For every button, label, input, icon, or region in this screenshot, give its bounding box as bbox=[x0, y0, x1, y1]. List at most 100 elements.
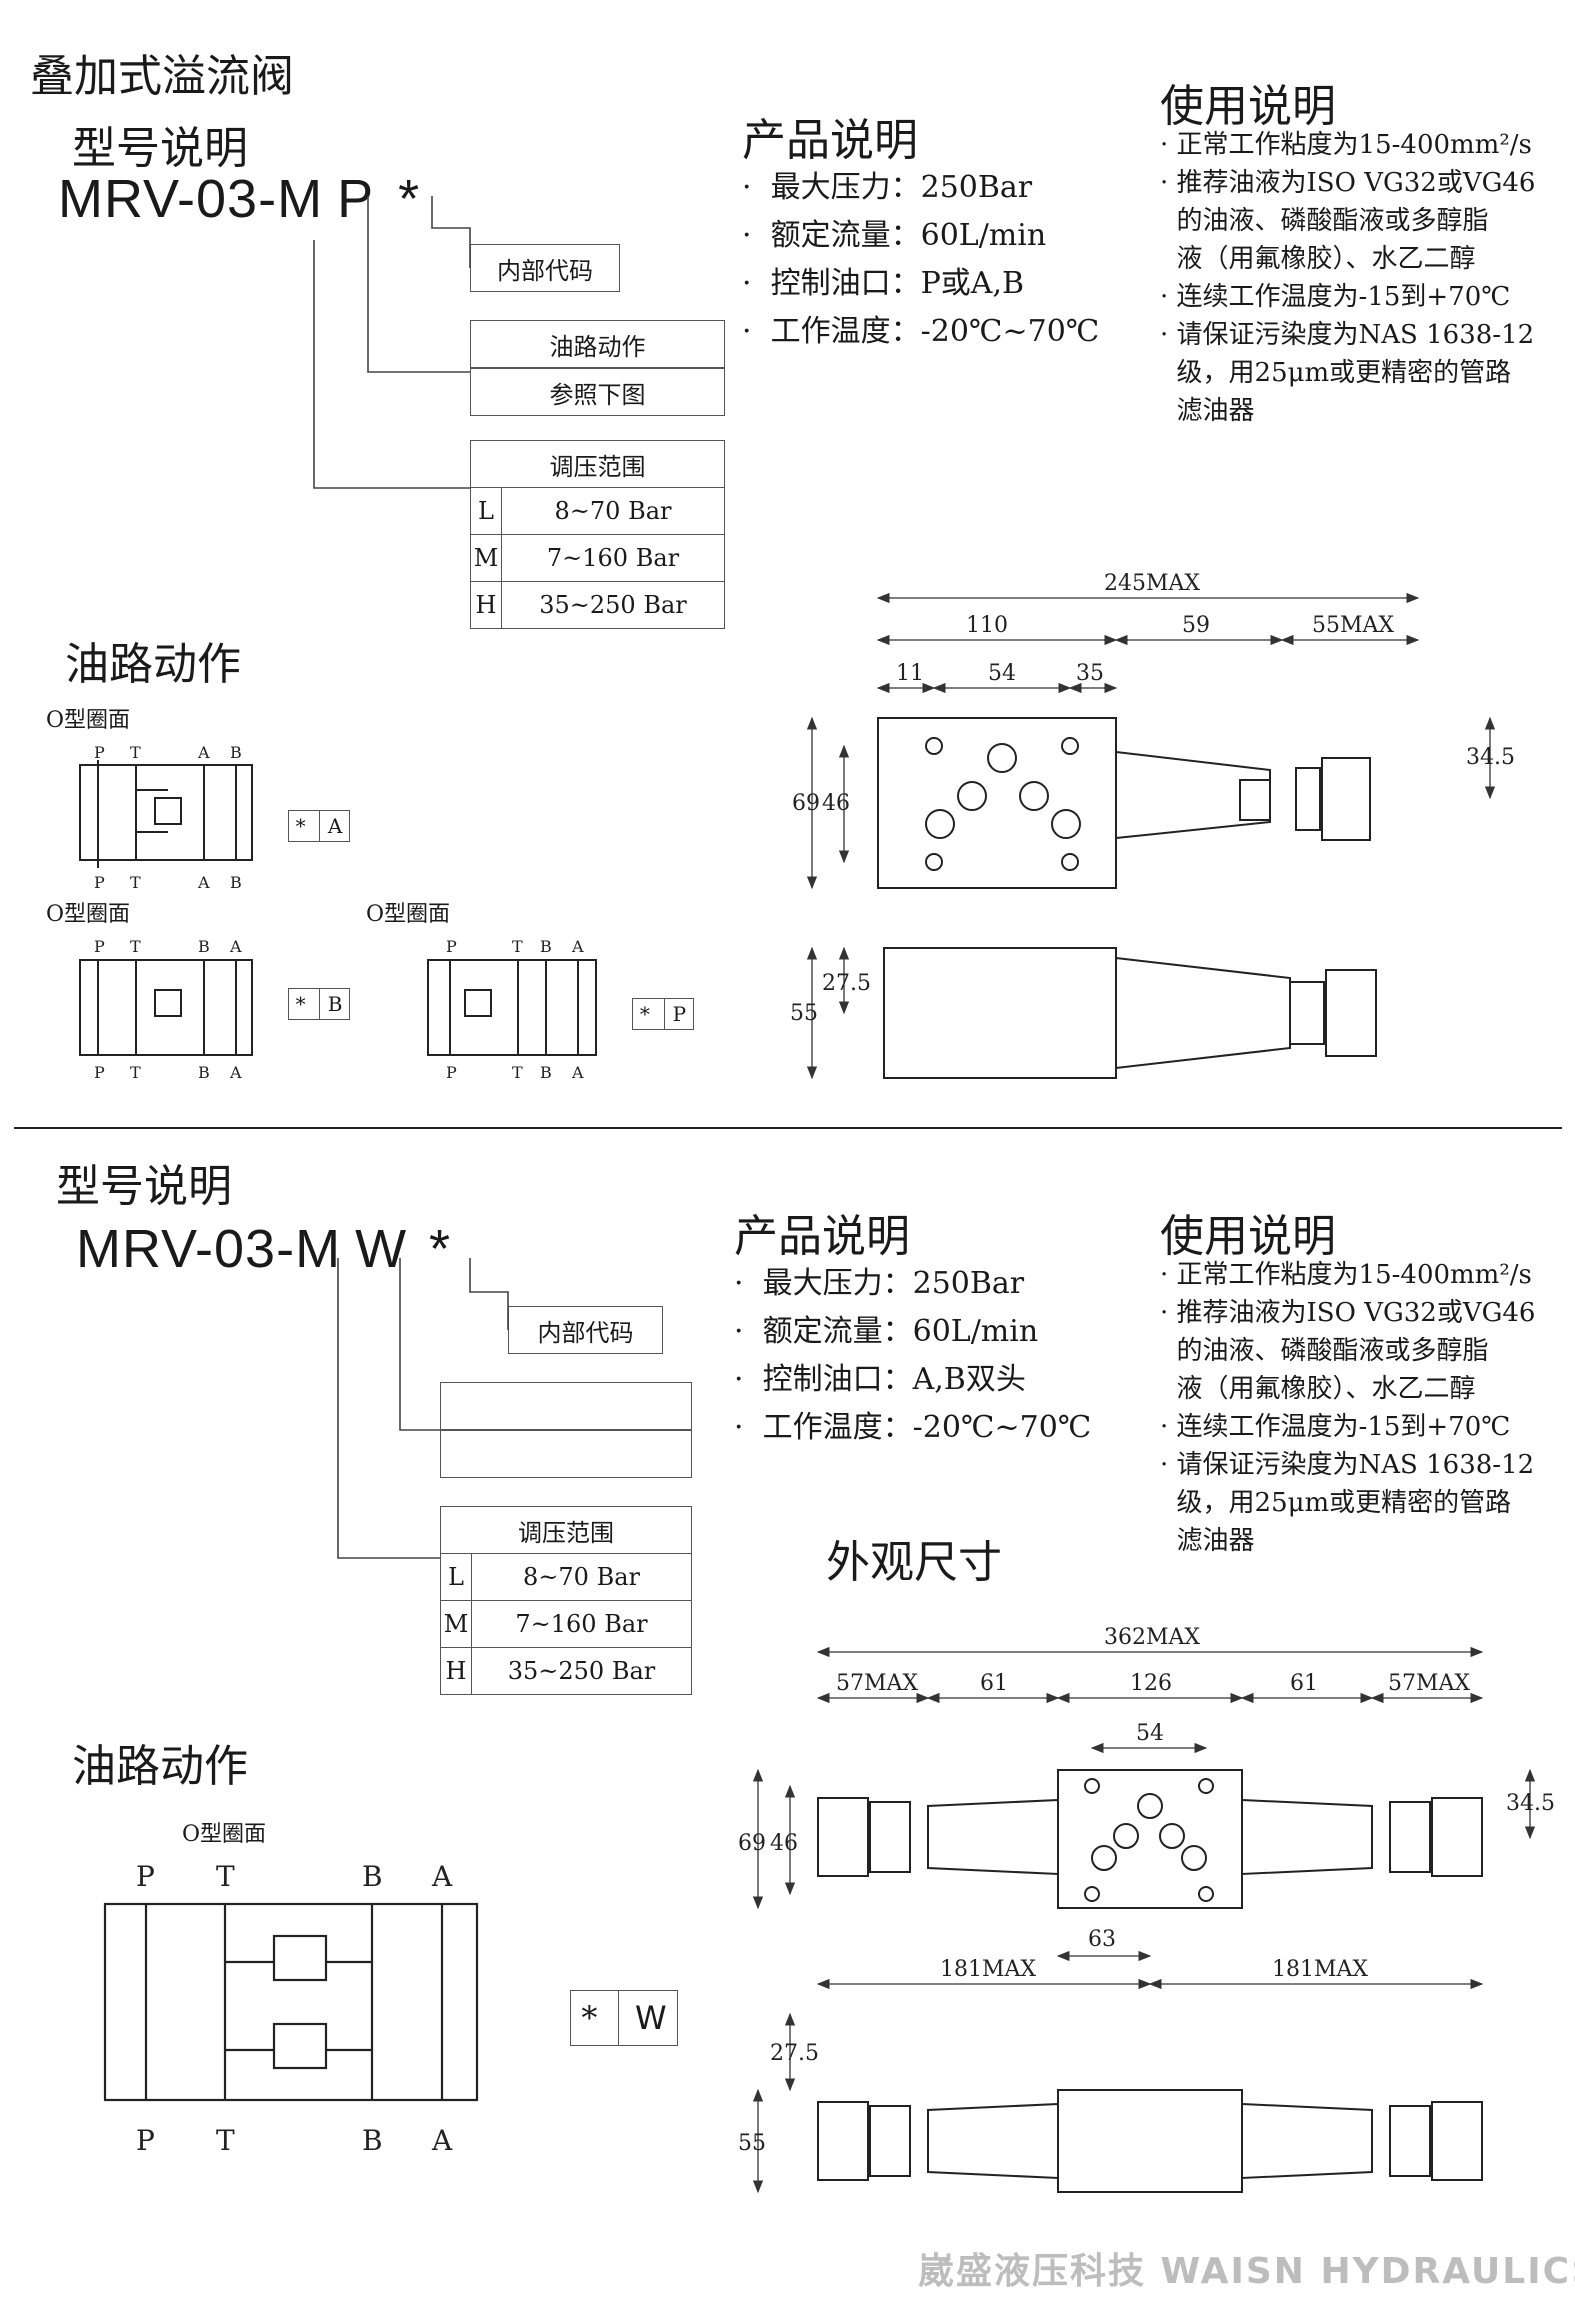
circuit-schematic-p bbox=[427, 959, 597, 1056]
dim-value: 55 bbox=[738, 2131, 766, 2156]
svg-text:A: A bbox=[229, 937, 242, 956]
dim-value: 27.5 bbox=[822, 971, 871, 996]
internal-code-box: 内部代码 bbox=[508, 1306, 663, 1354]
usage-heading: 使用说明 bbox=[1160, 81, 1336, 132]
pressure-header: 调压范围 bbox=[440, 1506, 692, 1554]
pressure-code: M bbox=[470, 534, 502, 582]
circuit-box-line2: 参照下图 bbox=[470, 368, 725, 416]
oring-label: O型圈面 bbox=[46, 902, 131, 927]
oring-label: O型圈面 bbox=[46, 708, 131, 733]
product-item: · 额定流量：60L/min bbox=[734, 1314, 1039, 1349]
leader-line bbox=[313, 240, 470, 489]
leader-line bbox=[399, 1258, 440, 1431]
oring-label: O型圈面 bbox=[182, 1822, 267, 1847]
svg-text:B: B bbox=[540, 937, 552, 956]
model-star: * bbox=[398, 169, 421, 229]
pressure-header: 调压范围 bbox=[470, 440, 725, 488]
dim-value: 55 bbox=[790, 1001, 818, 1026]
svg-text:B: B bbox=[198, 1063, 210, 1082]
product-item: · 工作温度：-20℃~70℃ bbox=[734, 1410, 1092, 1445]
usage-heading: 使用说明 bbox=[1160, 1211, 1336, 1262]
svg-text:B: B bbox=[540, 1063, 552, 1082]
product-item: · 工作温度：-20℃~70℃ bbox=[742, 314, 1100, 349]
circuit-w-port-labels: P T B A P T B A bbox=[136, 1860, 453, 2157]
svg-text:P: P bbox=[446, 1063, 457, 1082]
usage-line: · 请保证污染度为NAS 1638-12 bbox=[1160, 1450, 1535, 1480]
product-heading: 产品说明 bbox=[734, 1211, 910, 1262]
product-list: · 最大压力：250Bar · 额定流量：60L/min · 控制油口：P或A,… bbox=[742, 164, 1099, 356]
svg-text:A: A bbox=[197, 873, 210, 892]
pressure-range: 7~160 Bar bbox=[471, 1600, 692, 1648]
svg-text:B: B bbox=[230, 743, 242, 762]
model-prefix: MRV-03-M bbox=[76, 1219, 342, 1279]
dim-value: 181MAX bbox=[1272, 1957, 1368, 1982]
usage-line: · 正常工作粘度为15-400mm²/s bbox=[1160, 130, 1532, 160]
internal-code-label: 内部代码 bbox=[537, 1318, 634, 1347]
svg-text:B: B bbox=[362, 1860, 383, 1893]
pressure-code: H bbox=[470, 581, 502, 629]
option-code-box: *P bbox=[632, 998, 694, 1030]
product-item: · 控制油口：P或A,B bbox=[742, 266, 1025, 301]
brand-footer: 崴盛液压科技 WAISN HYDRAULICS bbox=[918, 2251, 1575, 2292]
circuit-box-line1 bbox=[440, 1382, 692, 1430]
option-code: P bbox=[663, 999, 686, 1029]
product-item: · 最大压力：250Bar bbox=[742, 170, 1033, 205]
option-code-box: *B bbox=[288, 988, 350, 1020]
product-list: · 最大压力：250Bar · 额定流量：60L/min · 控制油口：A,B双… bbox=[734, 1260, 1091, 1452]
usage-line: 的油液、磷酸酯液或多醇脂 bbox=[1176, 206, 1489, 236]
svg-text:T: T bbox=[130, 1063, 141, 1082]
top-dimension-values: 245MAX 110 59 55MAX 11 54 35 69 46 34.5 … bbox=[790, 571, 1515, 1026]
svg-text:A: A bbox=[571, 937, 584, 956]
internal-code-box: 内部代码 bbox=[470, 244, 620, 292]
option-code-box: *A bbox=[288, 810, 350, 842]
circuit-heading: 油路动作 bbox=[65, 639, 241, 690]
option-code: B bbox=[318, 989, 342, 1019]
svg-text:P: P bbox=[94, 873, 105, 892]
dim-value: 57MAX bbox=[836, 1671, 918, 1696]
pressure-range: 8~70 Bar bbox=[501, 487, 725, 535]
svg-text:T: T bbox=[130, 937, 141, 956]
svg-text:P: P bbox=[94, 1063, 105, 1082]
dim-value: 54 bbox=[988, 661, 1016, 686]
leader-line bbox=[469, 1258, 509, 1330]
dim-value: 59 bbox=[1182, 613, 1210, 638]
top-side-view bbox=[883, 947, 1377, 1079]
usage-line: 级，用25μm或更精密的管路 bbox=[1176, 358, 1512, 388]
dim-value: 27.5 bbox=[770, 2041, 819, 2066]
product-item: · 控制油口：A,B双头 bbox=[734, 1362, 1026, 1397]
usage-line: · 请保证污染度为NAS 1638-12 bbox=[1160, 320, 1535, 350]
model-option: W bbox=[355, 1219, 408, 1279]
dim-value: 126 bbox=[1130, 1671, 1172, 1696]
svg-text:B: B bbox=[362, 2124, 383, 2157]
model-heading: 型号说明 bbox=[72, 123, 248, 174]
dim-value: 63 bbox=[1088, 1927, 1116, 1952]
dim-value: 61 bbox=[1290, 1671, 1318, 1696]
circuit-ref-label: 参照下图 bbox=[549, 380, 646, 409]
dim-value: 55MAX bbox=[1312, 613, 1394, 638]
svg-text:P: P bbox=[136, 1860, 155, 1893]
usage-line: 的油液、磷酸酯液或多醇脂 bbox=[1176, 1336, 1489, 1366]
circuit-schematic-a bbox=[79, 760, 253, 868]
dim-value: 69 bbox=[738, 1831, 766, 1856]
bottom-dimension-lines bbox=[752, 1646, 1536, 2194]
oring-label: O型圈面 bbox=[366, 902, 451, 927]
pressure-code: H bbox=[440, 1647, 472, 1695]
usage-line: · 正常工作粘度为15-400mm²/s bbox=[1160, 1260, 1532, 1290]
option-code-box: *W bbox=[570, 1990, 678, 2046]
model-prefix: MRV-03-M bbox=[58, 169, 324, 229]
pressure-range: 35~250 Bar bbox=[471, 1647, 692, 1695]
dim-value: 181MAX bbox=[940, 1957, 1036, 1982]
doc-title: 叠加式溢流阀 bbox=[30, 51, 294, 102]
dim-value: 46 bbox=[822, 791, 850, 816]
bottom-side-view bbox=[817, 2089, 1483, 2193]
svg-text:T: T bbox=[216, 2124, 235, 2157]
dimension-heading: 外观尺寸 bbox=[826, 1537, 1002, 1588]
svg-text:A: A bbox=[431, 1860, 453, 1893]
dim-value: 54 bbox=[1136, 1721, 1164, 1746]
model-star: * bbox=[429, 1219, 452, 1279]
usage-list: · 正常工作粘度为15-400mm²/s · 推荐油液为ISO VG32或VG4… bbox=[1160, 126, 1535, 430]
svg-text:A: A bbox=[197, 743, 210, 762]
